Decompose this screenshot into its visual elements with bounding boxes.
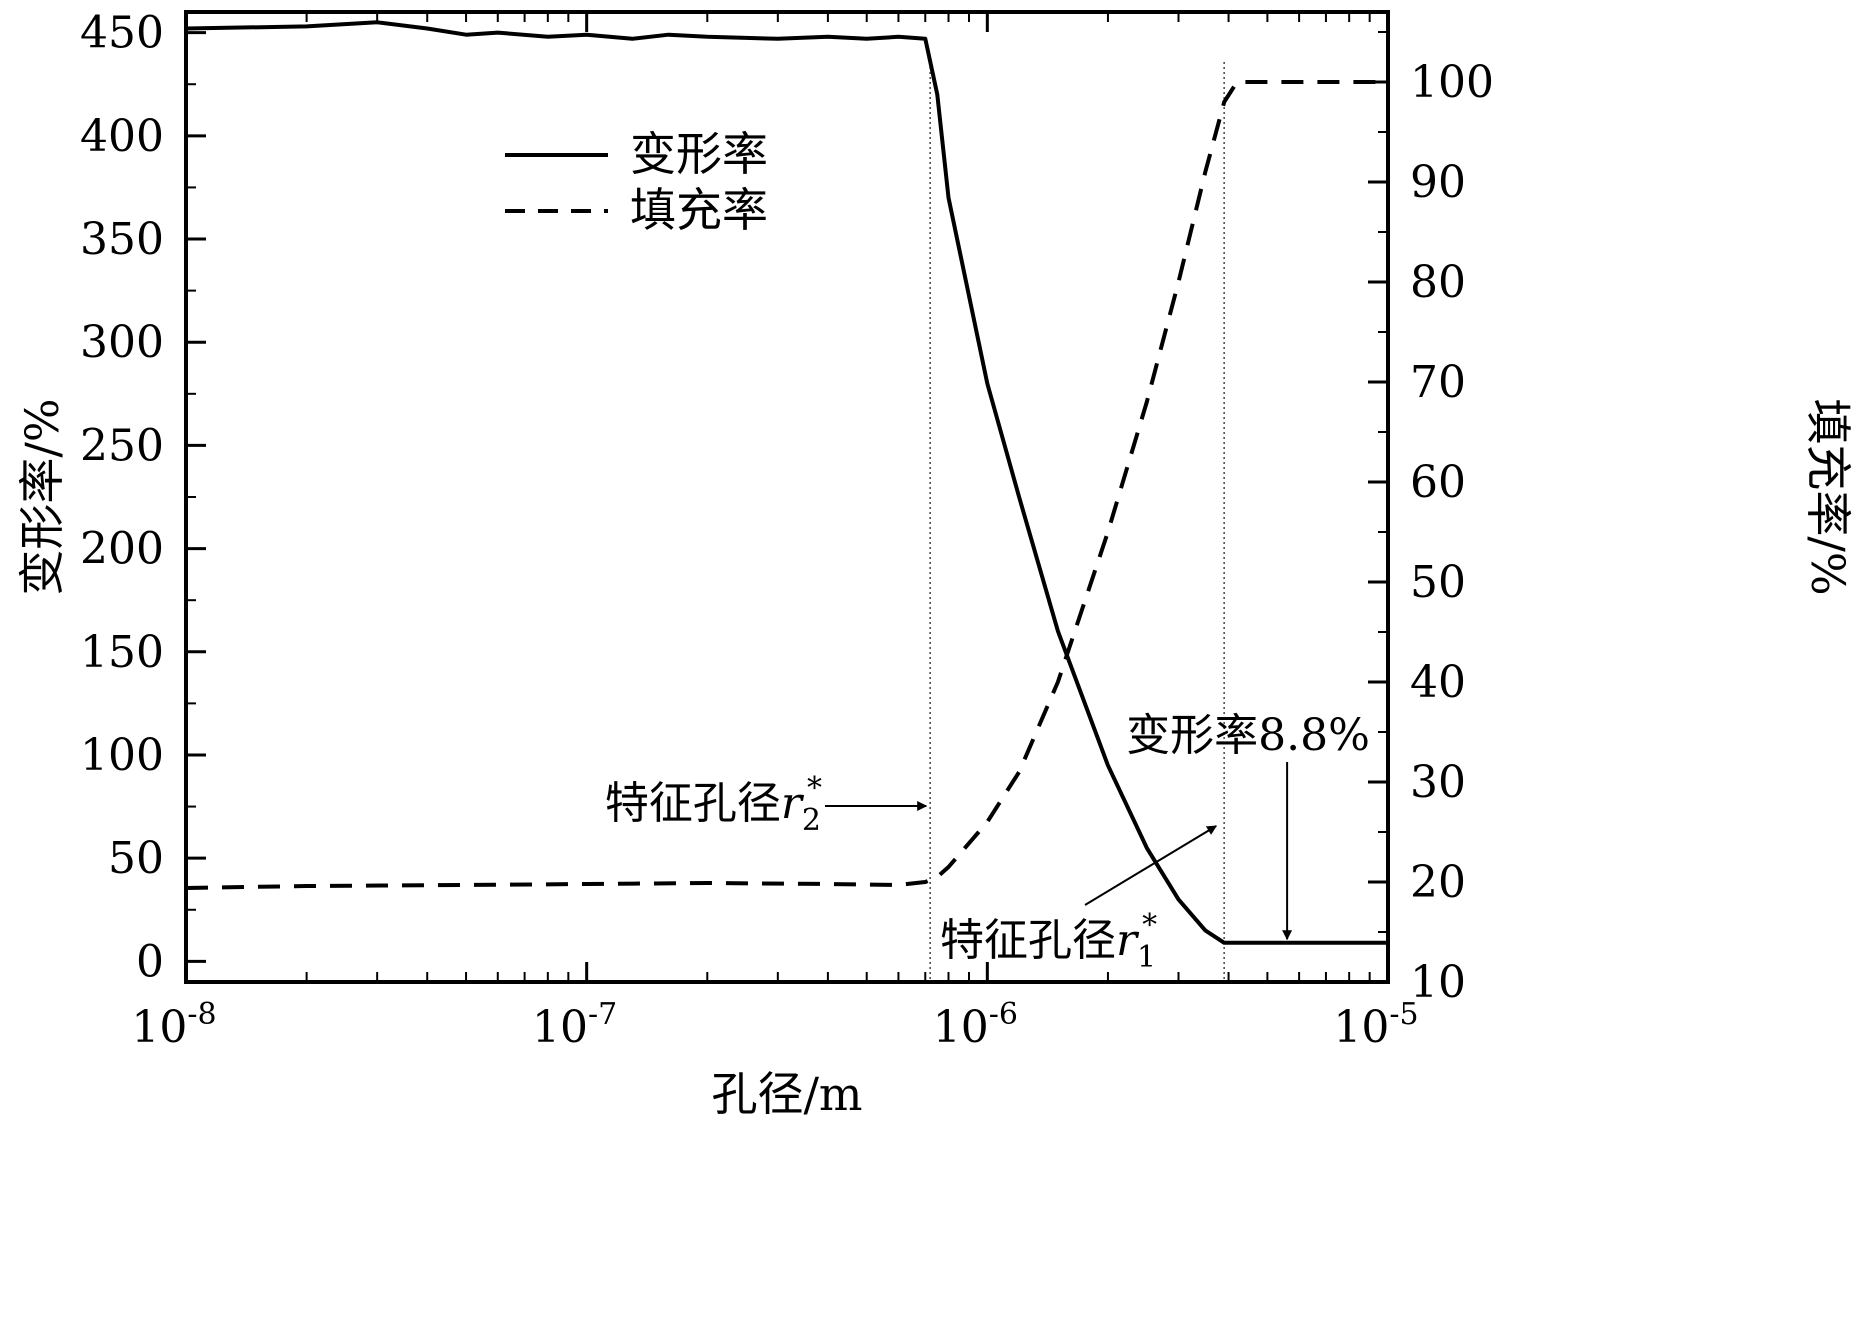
annotation-deformation-value: 变形率8.8% [1126,710,1370,761]
annotation-r1: 特征孔径r1* [940,908,1157,975]
left-y-tick-label: 50 [108,833,164,884]
legend-label-filling: 填充率 [630,183,768,237]
left-y-tick-label: 200 [80,524,164,575]
right-y-tick-label: 60 [1410,457,1466,508]
left-y-tick-label: 300 [80,317,164,368]
right-y-tick-label: 40 [1410,657,1466,708]
x-tick-label: 10-8 [131,997,216,1053]
left-y-tick-label: 100 [80,730,164,781]
left-y-tick-label: 450 [80,8,164,59]
left-y-tick-label: 150 [80,627,164,678]
annotation-r1-text: 特征孔径 [940,915,1116,966]
legend-label-deformation: 变形率 [630,127,768,181]
annotation-r2-sub: 2 [802,803,821,838]
right-y-tick-label: 10 [1410,957,1466,1008]
annotation-r1-sub: 1 [1137,940,1156,975]
annotation-r1-var: r [1116,915,1140,966]
arrow-r1 [1084,825,1218,906]
reference-lines [929,62,1225,982]
annotations: 特征孔径r2* 特征孔径r1* 变形率8.8% [605,710,1370,975]
annotation-r2-var: r [781,778,805,829]
right-y-tick-label: 50 [1410,557,1466,608]
x-tick-label: 10-6 [933,997,1018,1053]
right-y-tick-label: 80 [1410,257,1466,308]
annotation-r2: 特征孔径r2* [605,771,822,838]
left-y-tick-label: 350 [80,214,164,265]
x-tick-label: 10-7 [532,997,617,1053]
right-y-tick-label: 90 [1410,157,1466,208]
x-axis-label: 孔径/m [711,1067,862,1121]
annotation-r2-sup: * [807,771,822,806]
series-line-filling [185,80,1388,890]
legend: 变形率 填充率 [505,127,768,237]
left-y-axis-label: 变形率/% [15,398,69,595]
series-layer [185,20,1388,945]
left-y-tick-label: 0 [136,936,164,987]
right-y-tick-label: 100 [1410,57,1494,108]
right-y-tick-label: 70 [1410,357,1466,408]
right-y-tick-label: 20 [1410,857,1466,908]
annotation-r1-sup: * [1142,908,1157,943]
series-line-deformation [185,20,1388,945]
left-y-tick-label: 250 [80,420,164,471]
right-y-axis-label: 填充率/% [1801,398,1855,595]
x-tick-label: 10-5 [1333,997,1418,1053]
annotation-r2-text: 特征孔径 [605,778,781,829]
left-y-tick-label: 400 [80,111,164,162]
right-y-tick-label: 30 [1410,757,1466,808]
